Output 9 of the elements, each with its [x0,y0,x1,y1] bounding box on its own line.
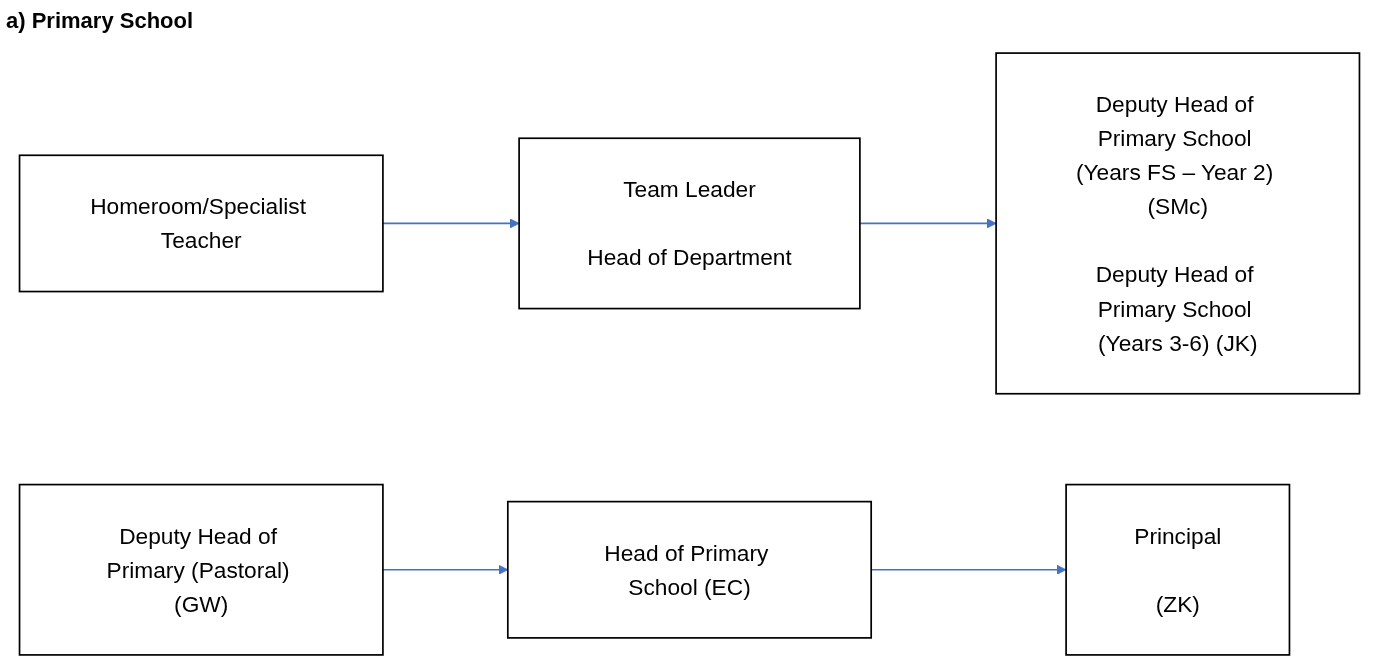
node-box: Team Leader Head of Department [518,137,861,310]
node-box: Deputy Head of Primary School (Years FS – Year 2) (SMc) Deputy Head of Primary School (Years 3-6) (JK) [995,52,1361,395]
node-box: Deputy Head of Primary (Pastoral) (GW) [18,483,384,656]
node-box: Head of Primary School (EC) [506,500,873,639]
node-box: Principal (ZK) [1065,483,1291,656]
arrow [859,218,997,229]
arrow [382,218,520,229]
diagram-title: a) Primary School [6,8,194,34]
node-box: Homeroom/Specialist Teacher [18,154,384,293]
